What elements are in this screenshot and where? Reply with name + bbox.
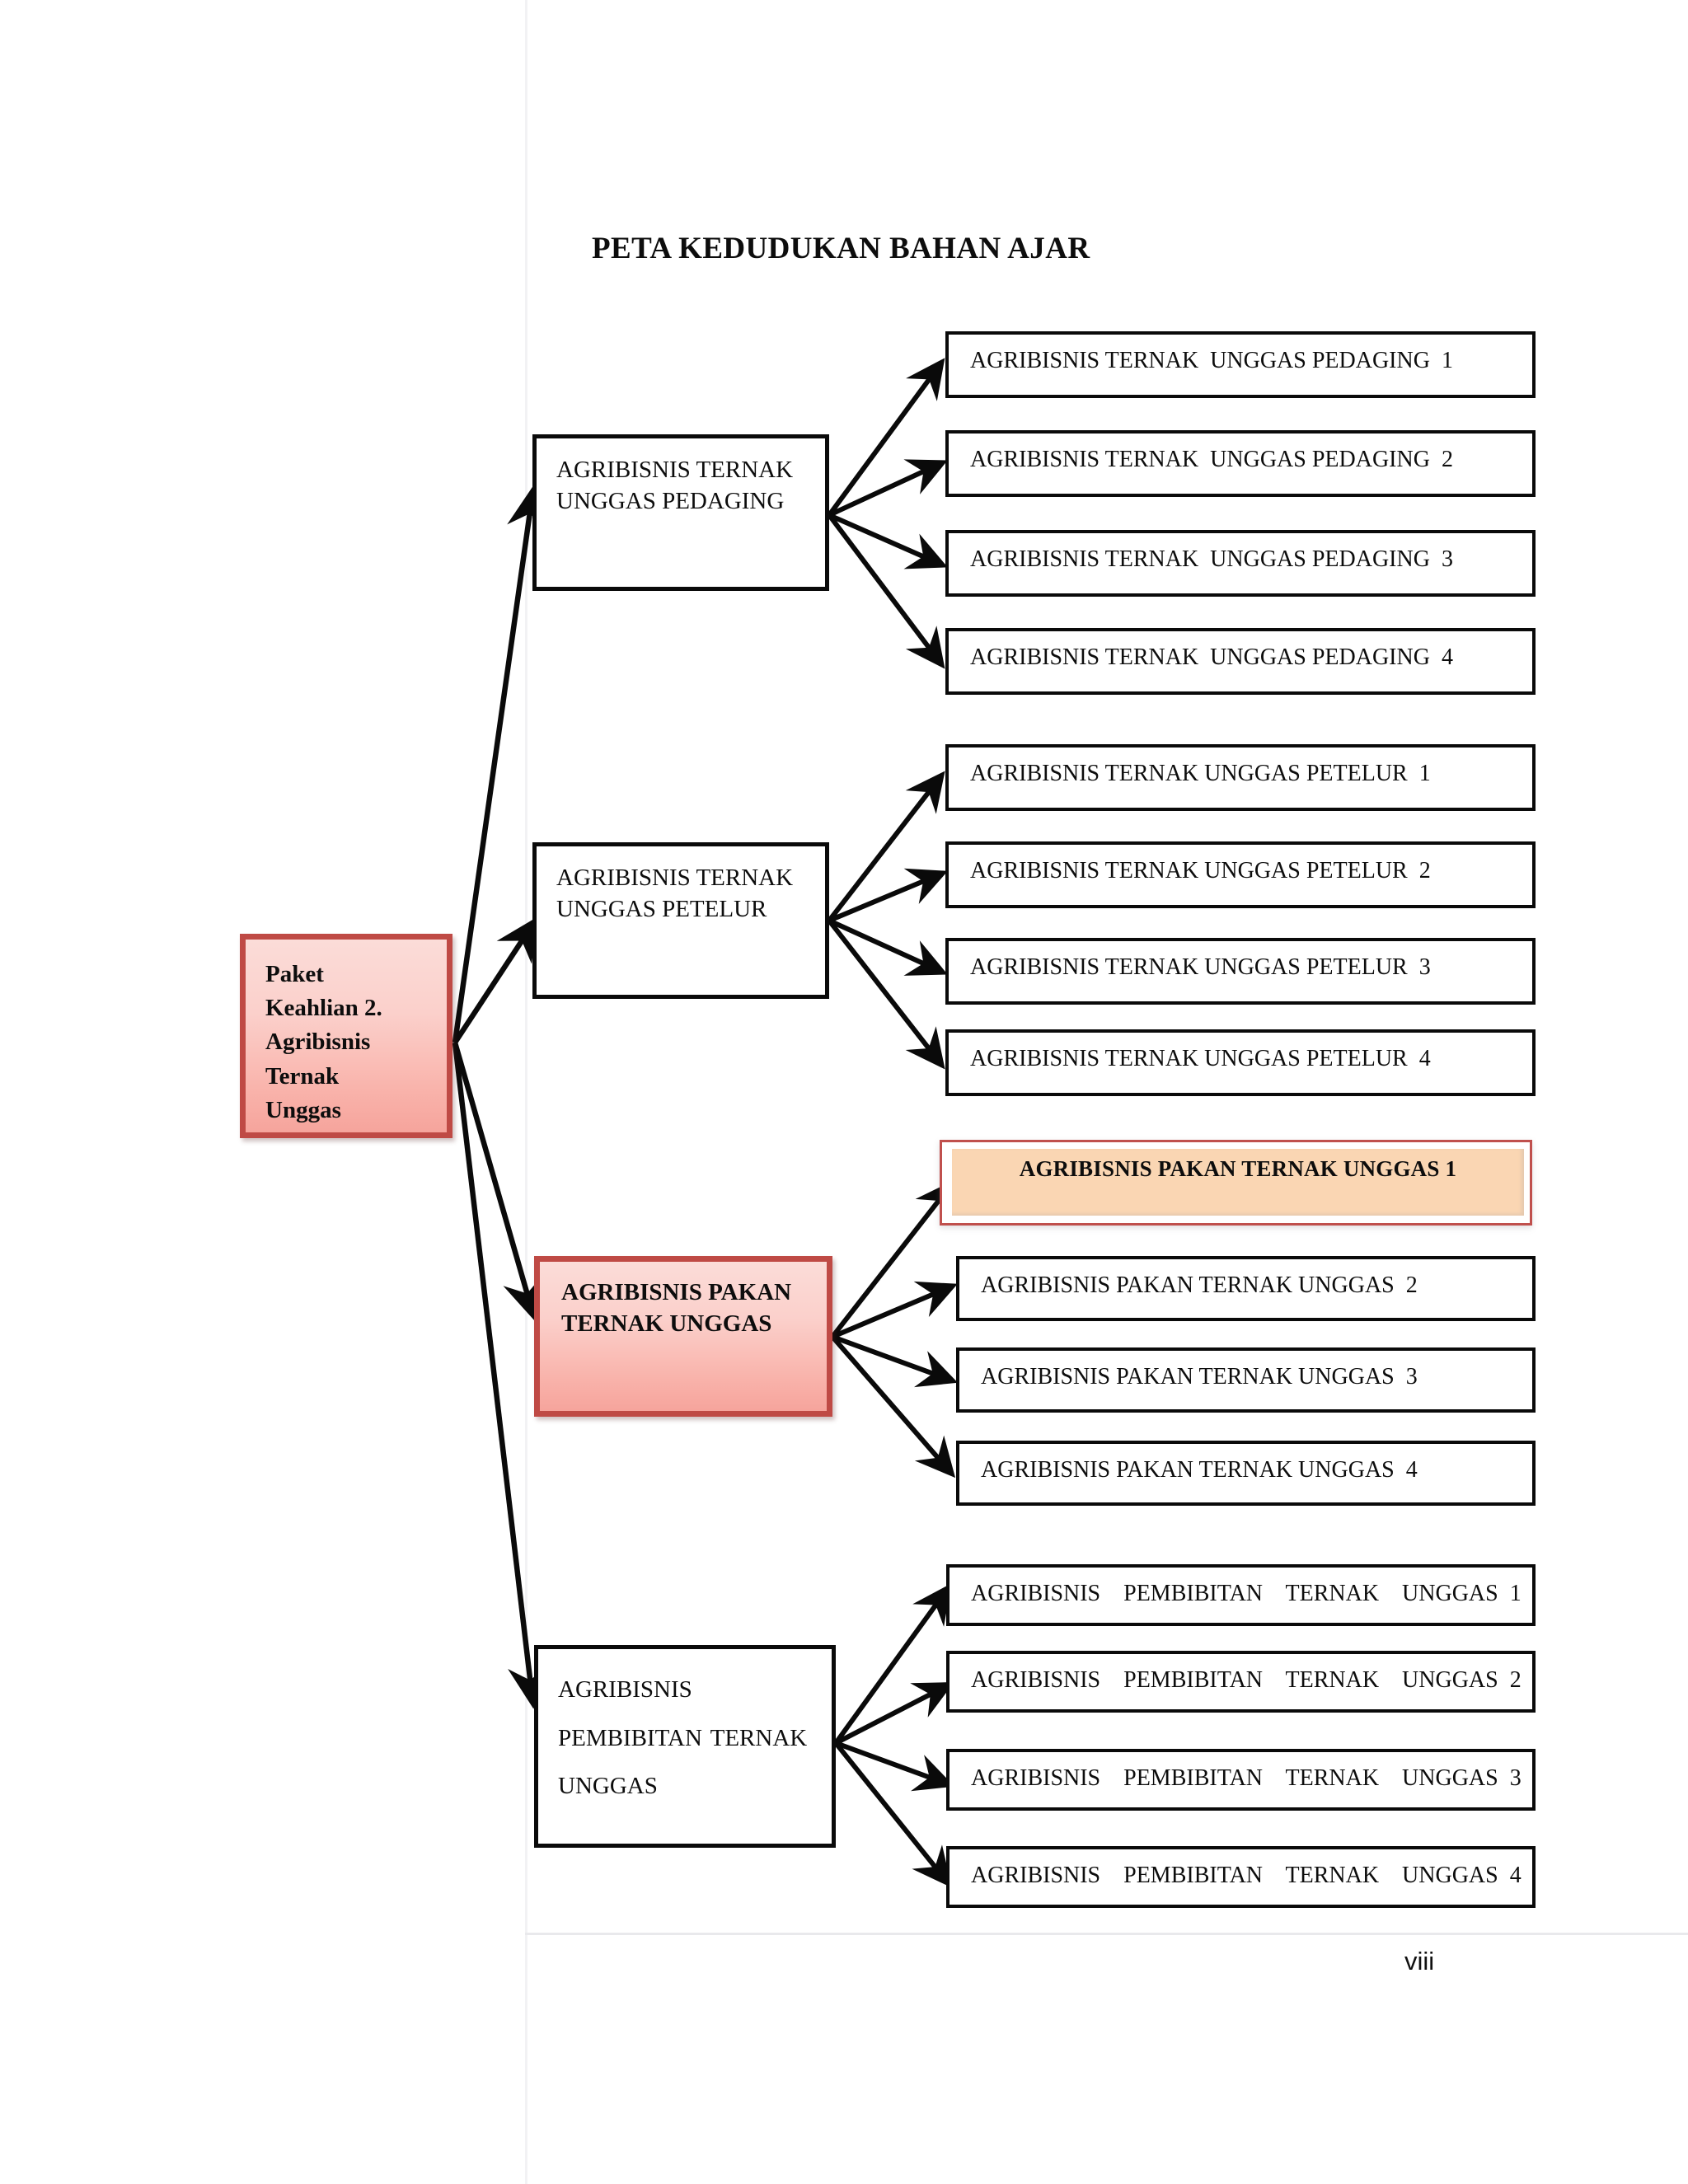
page-number: viii xyxy=(1404,1947,1435,1975)
leaf-petelur-3-label: AGRIBISNIS TERNAK UNGGAS PETELUR 3 xyxy=(970,954,1431,980)
leaf-pedaging-3[interactable]: AGRIBISNIS TERNAK UNGGAS PEDAGING 3 xyxy=(945,530,1536,597)
leaf-pedaging-4[interactable]: AGRIBISNIS TERNAK UNGGAS PEDAGING 4 xyxy=(945,628,1536,695)
leaf-pakan-1-label: AGRIBISNIS PAKAN TERNAK UNGGAS 1 xyxy=(1019,1156,1457,1181)
leaf-pedaging-2-label: AGRIBISNIS TERNAK UNGGAS PEDAGING 2 xyxy=(970,447,1453,472)
leaf-pedaging-1[interactable]: AGRIBISNIS TERNAK UNGGAS PEDAGING 1 xyxy=(945,331,1536,398)
branch-node-petelur[interactable]: AGRIBISNIS TERNAK UNGGAS PETELUR xyxy=(532,842,829,999)
root-node-paket-keahlian[interactable]: Paket Keahlian 2. Agribisnis Ternak Ungg… xyxy=(240,934,452,1138)
leaf-pedaging-2[interactable]: AGRIBISNIS TERNAK UNGGAS PEDAGING 2 xyxy=(945,430,1536,497)
leaf-pembibitan-3[interactable]: AGRIBISNIS PEMBIBITAN TERNAK UNGGAS 3 xyxy=(946,1749,1536,1811)
leaf-petelur-1-label: AGRIBISNIS TERNAK UNGGAS PETELUR 1 xyxy=(970,761,1431,786)
leaf-pedaging-1-label: AGRIBISNIS TERNAK UNGGAS PEDAGING 1 xyxy=(970,348,1453,373)
page-title: PETA KEDUDUKAN BAHAN AJAR xyxy=(592,232,1090,265)
leaf-pakan-3[interactable]: AGRIBISNIS PAKAN TERNAK UNGGAS 3 xyxy=(956,1347,1536,1413)
leaf-pakan-1-fill: AGRIBISNIS PAKAN TERNAK UNGGAS 1 xyxy=(952,1149,1524,1216)
leaf-pembibitan-4[interactable]: AGRIBISNIS PEMBIBITAN TERNAK UNGGAS 4 xyxy=(946,1846,1536,1908)
page-frame-footer-rule xyxy=(525,1933,1688,1935)
leaf-petelur-4[interactable]: AGRIBISNIS TERNAK UNGGAS PETELUR 4 xyxy=(945,1029,1536,1096)
leaf-pedaging-4-label: AGRIBISNIS TERNAK UNGGAS PEDAGING 4 xyxy=(970,644,1453,670)
branch-node-pembibitan-label: AGRIBISNIS PEMBIBITAN TERNAK UNGGAS xyxy=(558,1676,808,1800)
branch-node-pedaging-label: AGRIBISNIS TERNAK UNGGAS PEDAGING xyxy=(556,457,794,514)
leaf-pedaging-3-label: AGRIBISNIS TERNAK UNGGAS PEDAGING 3 xyxy=(970,546,1453,572)
leaf-pakan-4-label: AGRIBISNIS PAKAN TERNAK UNGGAS 4 xyxy=(981,1457,1418,1483)
leaf-petelur-3[interactable]: AGRIBISNIS TERNAK UNGGAS PETELUR 3 xyxy=(945,938,1536,1005)
branch-node-pakan-label: AGRIBISNIS PAKAN TERNAK UNGGAS xyxy=(561,1279,792,1338)
branch-node-petelur-label: AGRIBISNIS TERNAK UNGGAS PETELUR xyxy=(556,865,794,922)
branch-node-pembibitan[interactable]: AGRIBISNIS PEMBIBITAN TERNAK UNGGAS xyxy=(534,1645,836,1848)
leaf-pembibitan-1[interactable]: AGRIBISNIS PEMBIBITAN TERNAK UNGGAS 1 xyxy=(946,1564,1536,1626)
branch-node-pakan[interactable]: AGRIBISNIS PAKAN TERNAK UNGGAS xyxy=(534,1256,832,1417)
leaf-pakan-1-highlighted[interactable]: AGRIBISNIS PAKAN TERNAK UNGGAS 1 xyxy=(940,1140,1532,1226)
leaf-pakan-2-label: AGRIBISNIS PAKAN TERNAK UNGGAS 2 xyxy=(981,1272,1418,1298)
branch-node-pedaging[interactable]: AGRIBISNIS TERNAK UNGGAS PEDAGING xyxy=(532,434,829,591)
leaf-pembibitan-2-label: AGRIBISNIS PEMBIBITAN TERNAK UNGGAS 2 xyxy=(971,1667,1522,1693)
leaf-pembibitan-2[interactable]: AGRIBISNIS PEMBIBITAN TERNAK UNGGAS 2 xyxy=(946,1651,1536,1713)
leaf-petelur-1[interactable]: AGRIBISNIS TERNAK UNGGAS PETELUR 1 xyxy=(945,744,1536,811)
leaf-petelur-2-label: AGRIBISNIS TERNAK UNGGAS PETELUR 2 xyxy=(970,858,1431,883)
page-frame-left-rule xyxy=(525,0,528,2184)
leaf-petelur-2[interactable]: AGRIBISNIS TERNAK UNGGAS PETELUR 2 xyxy=(945,841,1536,908)
leaf-pembibitan-4-label: AGRIBISNIS PEMBIBITAN TERNAK UNGGAS 4 xyxy=(971,1863,1522,1888)
leaf-petelur-4-label: AGRIBISNIS TERNAK UNGGAS PETELUR 4 xyxy=(970,1046,1431,1071)
leaf-pakan-4[interactable]: AGRIBISNIS PAKAN TERNAK UNGGAS 4 xyxy=(956,1441,1536,1506)
leaf-pembibitan-1-label: AGRIBISNIS PEMBIBITAN TERNAK UNGGAS 1 xyxy=(971,1581,1522,1606)
leaf-pembibitan-3-label: AGRIBISNIS PEMBIBITAN TERNAK UNGGAS 3 xyxy=(971,1765,1522,1791)
leaf-pakan-2[interactable]: AGRIBISNIS PAKAN TERNAK UNGGAS 2 xyxy=(956,1256,1536,1321)
leaf-pakan-3-label: AGRIBISNIS PAKAN TERNAK UNGGAS 3 xyxy=(981,1364,1418,1390)
root-node-label: Paket Keahlian 2. Agribisnis Ternak Ungg… xyxy=(265,961,382,1123)
